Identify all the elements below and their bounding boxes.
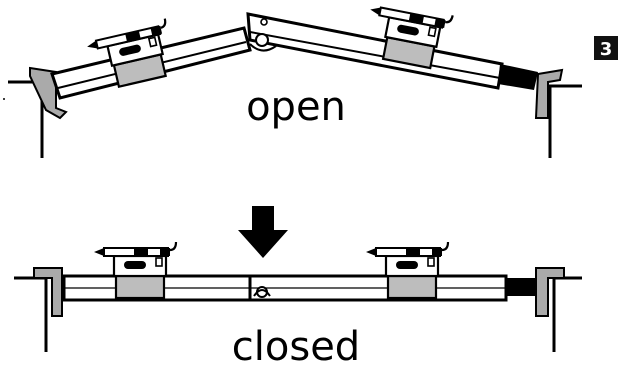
closed-state-diagram: closed: [14, 240, 582, 370]
hinge-icon: [249, 18, 277, 52]
right-wall-closed: [535, 267, 582, 352]
left-wall-closed: [14, 267, 63, 352]
open-state-diagram: open: [8, 0, 582, 158]
stray-dot: [3, 98, 5, 100]
closed-label: closed: [232, 324, 360, 370]
step-badge: 3: [594, 36, 618, 60]
hinge-closed-icon: [253, 286, 271, 298]
step-badge-number: 3: [600, 39, 613, 60]
right-wall-open: [534, 68, 582, 158]
right-board-closed: [248, 274, 536, 302]
down-arrow-icon: [238, 206, 288, 258]
open-label: open: [246, 84, 346, 130]
